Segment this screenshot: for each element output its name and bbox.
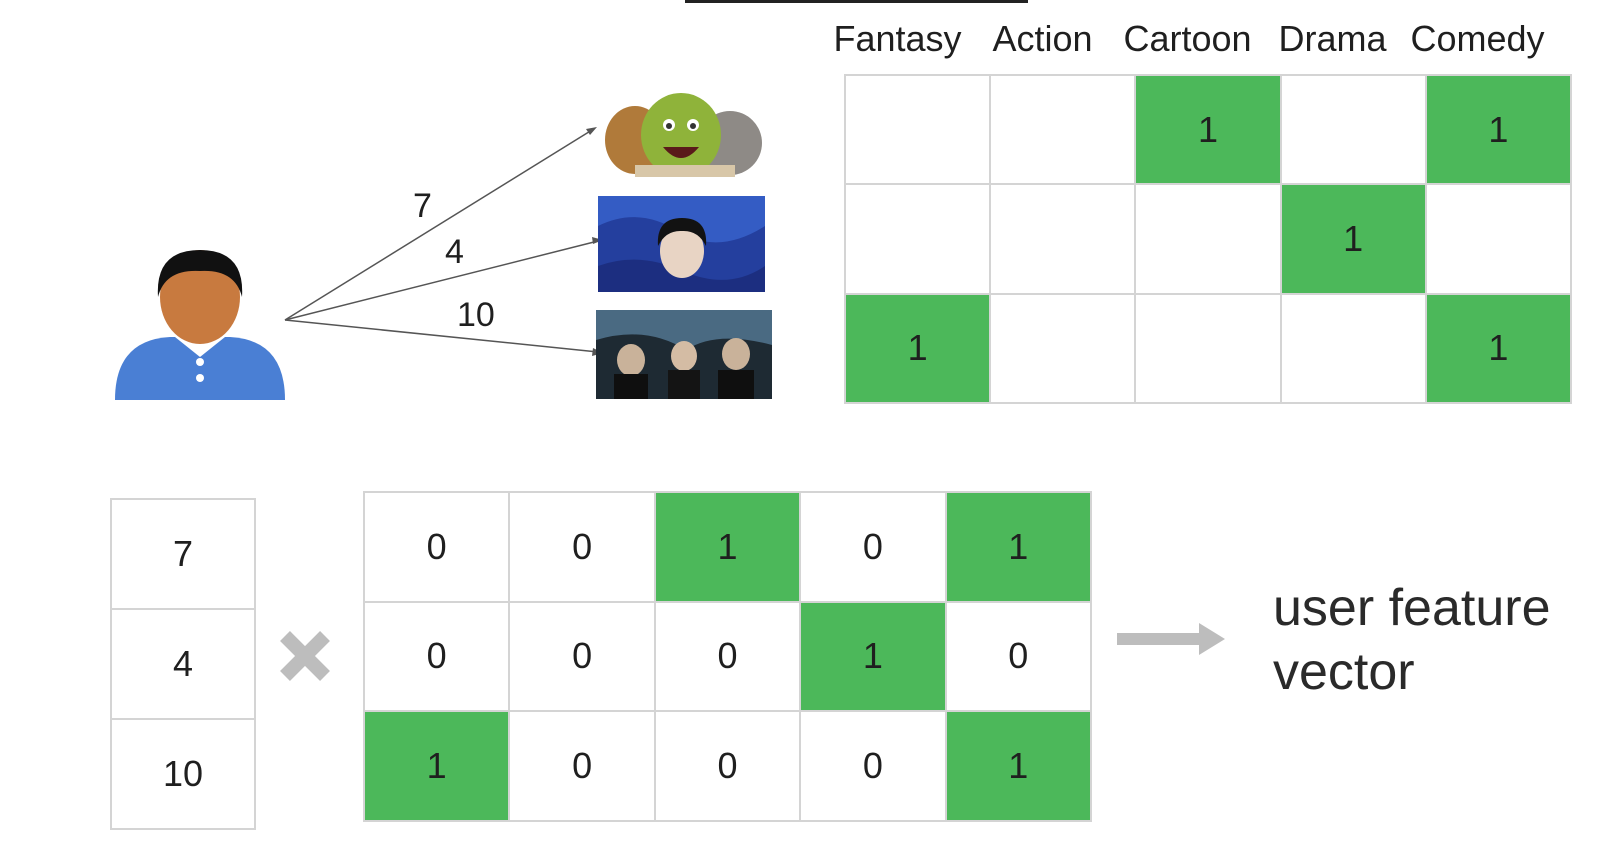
matrix-cell: 1 [1426,294,1572,404]
genre-header-comedy: Comedy [1410,18,1545,59]
rating-cell: 4 [112,610,256,720]
result-label-line-1: user feature [1273,579,1551,637]
matrix-cell: 0 [510,493,656,603]
matrix-cell [1136,294,1282,404]
matrix-cell: 0 [655,602,802,713]
matrix-cell: 1 [1136,76,1282,186]
multiply-icon [280,631,330,681]
movie-genre-matrix: 1 1 1 1 1 [844,74,1572,404]
matrix-cell: 1 [655,493,802,603]
matrix-cell: 1 [801,602,947,713]
rating-cell: 10 [112,720,256,830]
genre-headers: Fantasy Action Cartoon Drama Comedy [825,14,1585,64]
matrix-cell: 0 [510,712,656,822]
matrix-cell [846,76,992,186]
matrix-cell: 1 [365,712,511,822]
matrix-cell [846,185,992,295]
matrix-cell: 0 [365,493,511,603]
rating-label: 7 [413,187,432,225]
matrix-cell [1426,185,1572,295]
genre-binary-matrix: 0 0 1 0 1 0 0 0 1 0 1 0 0 0 1 [363,491,1092,822]
drama-movie-poster [598,196,765,292]
genre-header-cartoon: Cartoon [1123,18,1252,59]
matrix-cell [1281,294,1427,404]
matrix-cell: 0 [510,602,656,713]
rating-label: 4 [445,233,464,271]
matrix-cell [1281,76,1427,186]
result-label-line-2: vector [1273,643,1415,701]
matrix-cell: 1 [946,712,1092,822]
right-arrow-icon [1117,623,1225,655]
matrix-cell: 0 [946,602,1092,713]
matrix-cell: 1 [946,493,1092,603]
matrix-cell: 1 [1281,185,1427,295]
rating-cell: 7 [112,500,256,610]
cartoon-movie-poster [595,85,768,177]
matrix-cell [991,76,1137,186]
top-divider-line [685,0,1028,3]
rating-vector: 7 4 10 [110,498,256,830]
matrix-cell: 1 [846,294,992,404]
genre-header-drama: Drama [1278,18,1387,59]
rating-label: 10 [457,296,495,334]
user-feature-vector-label: user feature vector [1273,576,1603,704]
fantasy-movie-poster [596,310,772,399]
matrix-cell: 0 [801,712,947,822]
matrix-cell [991,294,1137,404]
matrix-cell: 0 [365,602,511,713]
genre-header-action: Action [992,18,1093,59]
matrix-cell: 0 [801,493,947,603]
matrix-cell [991,185,1137,295]
matrix-cell [1136,185,1282,295]
matrix-cell: 0 [655,712,802,822]
matrix-cell: 1 [1426,76,1572,186]
genre-header-fantasy: Fantasy [833,18,962,59]
user-avatar-icon [115,250,285,400]
